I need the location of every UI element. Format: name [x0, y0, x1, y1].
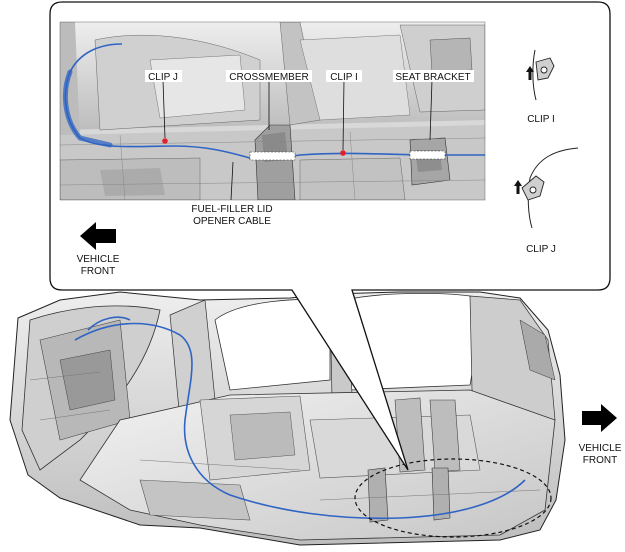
label-seat-bracket: SEAT BRACKET — [395, 72, 470, 83]
vehicle-underbody — [9, 291, 566, 546]
photo-inset — [60, 22, 485, 200]
arrow-left-icon — [80, 222, 116, 250]
clip-j-detail: CLIP J — [514, 147, 579, 255]
clip-i-detail: CLIP I — [526, 49, 555, 125]
callout-labels: CLIP J CROSSMEMBER CLIP I SEAT BRACKET F… — [145, 70, 474, 227]
leader-lines — [162, 79, 433, 201]
label-clip-j-detail: CLIP J — [526, 244, 556, 255]
label-vehicle-right-1: VEHICLE — [579, 443, 622, 454]
label-vehicle-left-1: VEHICLE — [77, 254, 120, 265]
label-clip-i: CLIP I — [330, 72, 358, 83]
arrow-up-icon — [514, 180, 522, 194]
vehicle-front-right: VEHICLE FRONT — [579, 404, 622, 466]
label-clip-i-detail: CLIP I — [527, 114, 555, 125]
arrow-up-icon — [526, 66, 534, 80]
label-crossmember: CROSSMEMBER — [229, 72, 308, 83]
detail-area-highlight — [354, 458, 552, 538]
clip-j-marker — [162, 138, 168, 144]
cable-route-lower — [74, 322, 526, 520]
label-cable-line1: FUEL-FILLER LID — [191, 204, 272, 215]
label-vehicle-left-2: FRONT — [81, 266, 115, 277]
label-clip-j: CLIP J — [148, 72, 178, 83]
label-vehicle-right-2: FRONT — [583, 455, 617, 466]
label-cable-line2: OPENER CABLE — [193, 216, 271, 227]
arrow-right-icon — [582, 404, 617, 432]
clip-i-marker — [340, 150, 346, 156]
vehicle-front-left: VEHICLE FRONT — [77, 222, 120, 277]
